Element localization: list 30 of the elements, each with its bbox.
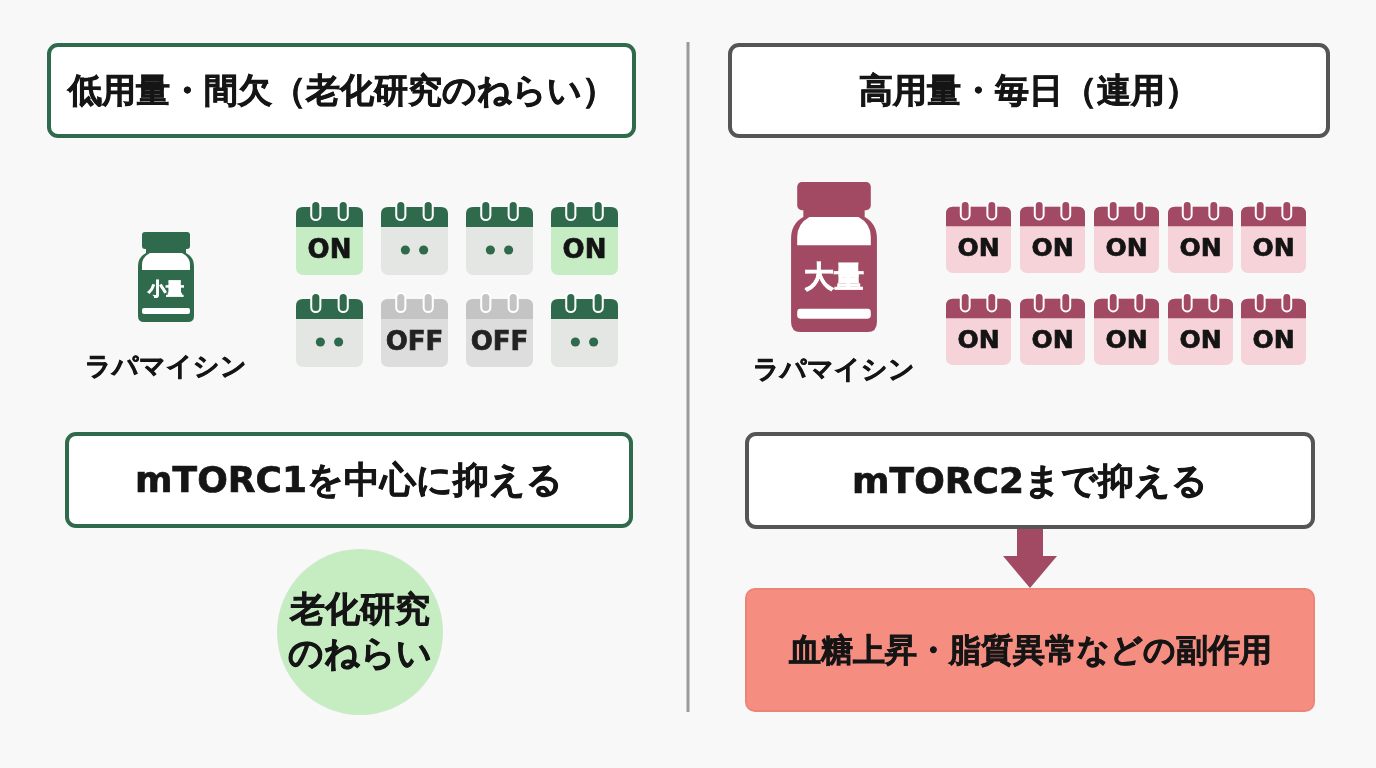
- heading-text: 高用量・毎日（連用）: [859, 70, 1199, 111]
- statement-box: [745, 432, 1315, 529]
- day-status-label: ON: [1031, 325, 1074, 355]
- statement-box: [65, 432, 633, 528]
- day-status-label: OFF: [470, 326, 529, 358]
- day-status-label: ON: [1252, 325, 1295, 355]
- statement-text: mTORC1を中心に抑える: [135, 458, 563, 502]
- day-status-label: OFF: [385, 326, 444, 358]
- dose-label: 大量: [804, 258, 864, 295]
- day-status-label: ON: [957, 325, 1000, 355]
- day-status-label: ON: [562, 234, 607, 266]
- statement-text: mTORC2まで抑える: [852, 458, 1208, 503]
- day-status-label: ON: [1252, 233, 1295, 263]
- block-arrow: [1003, 529, 1057, 588]
- day-status-label: ON: [1105, 325, 1148, 355]
- drug-name: ラパマイシン: [753, 354, 915, 386]
- day-status-label: ON: [1031, 233, 1074, 263]
- day-status-label: ON: [1179, 233, 1222, 263]
- statement-text: 血糖上昇・脂質異常などの副作用: [788, 630, 1272, 670]
- day-status-label: ON: [957, 233, 1000, 263]
- heading-box: [728, 43, 1330, 138]
- dose-label: 小量: [148, 278, 184, 300]
- heading-box: [47, 43, 636, 138]
- side-effect-box: [745, 588, 1315, 712]
- heading-text: 低用量・間欠（老化研究のねらい）: [67, 70, 616, 111]
- day-status-label: ON: [1105, 233, 1148, 263]
- day-status-label: ON: [307, 234, 352, 266]
- day-status-label: ON: [1179, 325, 1222, 355]
- drug-name: ラパマイシン: [85, 351, 247, 383]
- circle-label: 老化研究のねらい: [287, 588, 433, 675]
